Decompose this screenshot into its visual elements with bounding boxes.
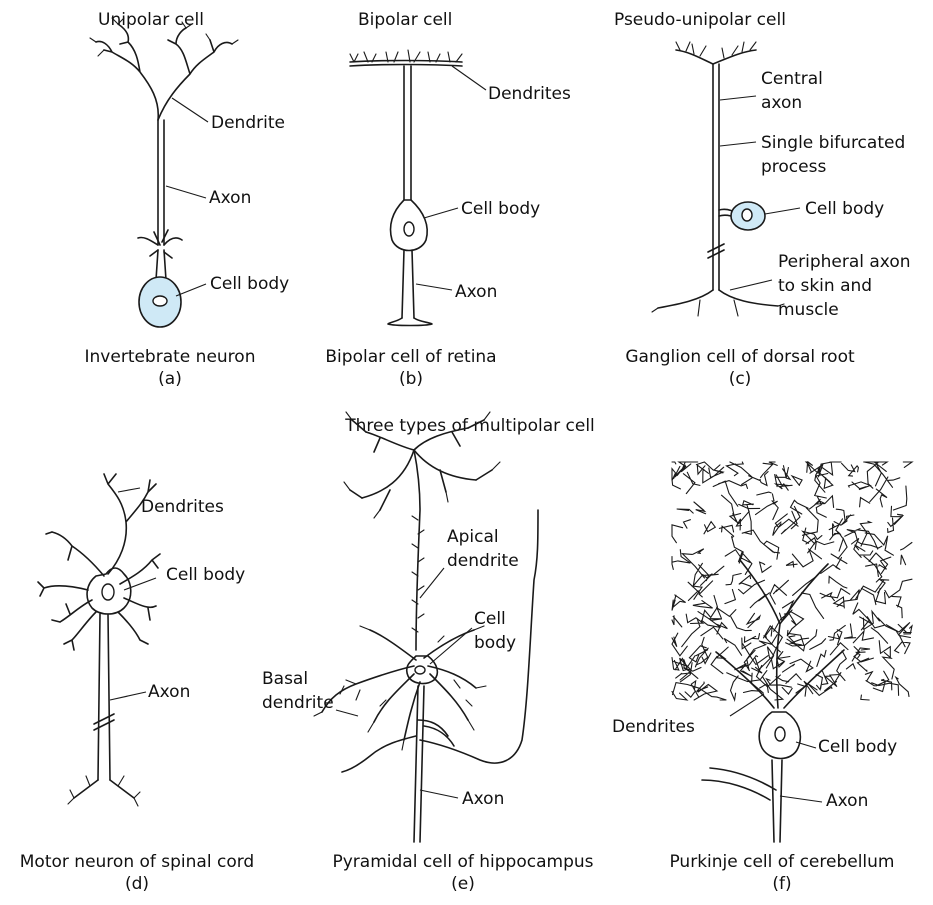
panel-a-letter: (a) [158,369,182,389]
purkinje-dendritic-arbor [672,462,912,700]
panel-c-label-peripheral-3: muscle [778,300,839,320]
panel-d-label-cell-body: Cell body [166,565,245,585]
panel-e: Apical dendrite Cell body Basal dendrite… [262,412,594,894]
panel-e-label-apical-1: Apical [447,527,499,547]
panel-c-label-central-2: axon [761,93,802,113]
panel-c-label-central-1: Central [761,69,823,89]
panel-f-label-cell-body: Cell body [818,737,897,757]
panel-d-label-dendrites: Dendrites [141,497,224,517]
panel-b-caption: Bipolar cell of retina [325,347,496,367]
panel-c-type-label: Pseudo-unipolar cell [614,10,786,30]
panel-c-label-peripheral-1: Peripheral axon [778,252,911,272]
panel-c-label-single-2: process [761,157,826,177]
panel-a: Unipolar cell Dendrite Axon Cell body In… [85,10,290,389]
panel-a-label-cell-body: Cell body [210,274,289,294]
panel-b-label-dendrites: Dendrites [488,84,571,104]
panel-f-label-dendrites: Dendrites [612,717,695,737]
panel-b: Bipolar cell Dendrites Cell body Axon Bi… [325,10,571,389]
panel-b-type-label: Bipolar cell [358,10,452,30]
panel-d-label-axon: Axon [148,682,190,702]
panel-e-label-cell-2: body [474,633,516,653]
panel-d-letter: (d) [125,874,149,894]
panel-b-label-cell-body: Cell body [461,199,540,219]
panel-b-neuron-drawing [350,50,462,326]
panel-a-label-dendrite: Dendrite [211,113,285,133]
panel-f-neuron-drawing [672,462,912,842]
panel-f-caption: Purkinje cell of cerebellum [669,852,894,872]
panel-e-label-apical-2: dendrite [447,551,519,571]
panel-d: Dendrites Cell body Axon Motor neuron of… [20,474,254,894]
panel-a-label-axon: Axon [209,188,251,208]
panel-e-letter: (e) [451,874,475,894]
panel-d-caption: Motor neuron of spinal cord [20,852,254,872]
panel-c-label-cell-body: Cell body [805,199,884,219]
panel-c-letter: (c) [729,369,752,389]
panel-e-label-basal-1: Basal [262,669,308,689]
panel-e-label-cell-1: Cell [474,609,506,629]
panel-e-label-basal-2: dendrite [262,693,334,713]
panel-c-caption: Ganglion cell of dorsal root [625,347,855,367]
panel-f-label-axon: Axon [826,791,868,811]
panel-e-label-axon: Axon [462,789,504,809]
panel-a-caption: Invertebrate neuron [85,347,256,367]
multipolar-heading: Three types of multipolar cell [344,416,595,436]
panel-b-letter: (b) [399,369,423,389]
panel-c-label-peripheral-2: to skin and [778,276,872,296]
panel-f: Dendrites Cell body Axon Purkinje cell o… [612,462,912,894]
panel-e-caption: Pyramidal cell of hippocampus [332,852,593,872]
panel-c-label-single-1: Single bifurcated [761,133,905,153]
panel-f-letter: (f) [772,874,791,894]
panel-c: Pseudo-unipolar cell Central axon Single… [614,10,911,389]
panel-b-label-axon: Axon [455,282,497,302]
panel-d-neuron-drawing [38,474,160,806]
